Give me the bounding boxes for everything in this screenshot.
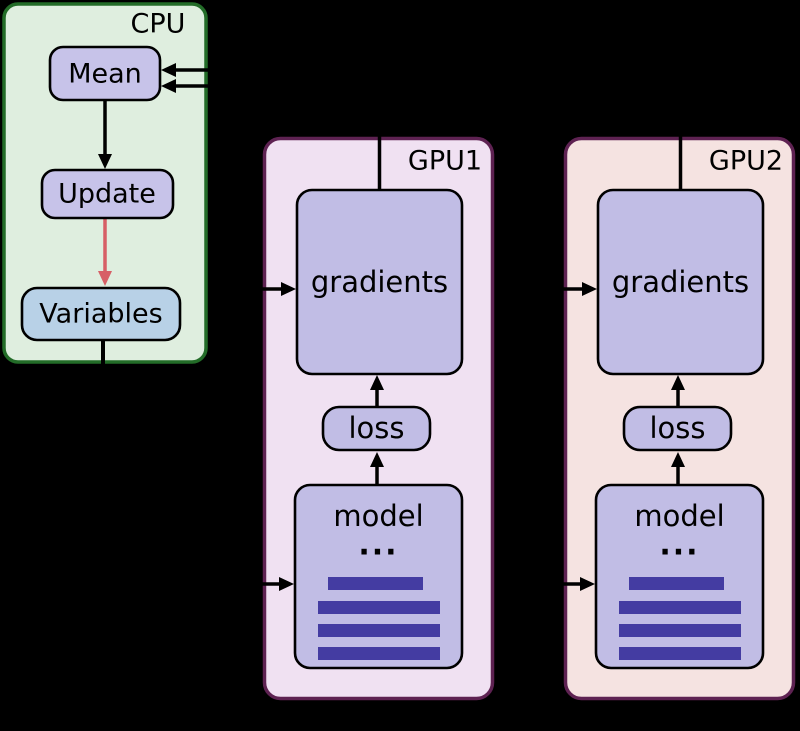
mean-label: Mean: [68, 59, 142, 90]
gpu1-model-bar: [318, 601, 440, 614]
gpu1-loss-label: loss: [348, 411, 404, 445]
arrow-into-gpu2-gradients-head: [582, 282, 597, 296]
arrow-gpu2-loss-to-gradients-head: [671, 375, 685, 390]
arrow-gpu1-loss-to-gradients-head: [370, 375, 384, 390]
arrow-gpu2-model-to-loss-head: [671, 452, 685, 467]
gpu2-model-ellipsis: ...: [659, 528, 699, 563]
gpu2-model-box: [594, 483, 765, 670]
arrow-into-gpu1-model-head: [279, 577, 294, 591]
gpu1-model-label: model: [333, 499, 423, 533]
gpu1-gradients-label: gradients: [311, 265, 448, 299]
gpu2-label: GPU2: [709, 146, 783, 177]
mean-node: [48, 45, 162, 102]
gpu2-model-bar: [619, 647, 741, 660]
gpu2-model-bar: [619, 624, 741, 637]
variables-label: Variables: [39, 299, 162, 330]
arrow-into-gpu1-gradients-head: [281, 282, 296, 296]
gpu1-model-ellipsis: ...: [358, 528, 398, 563]
arrow-gpu2-to-mean-head: [161, 79, 176, 93]
gpu2-gradients-label: gradients: [612, 265, 749, 299]
gpu2-loss-node: [622, 405, 733, 452]
arrow-gpu1-model-to-loss-head: [370, 452, 384, 467]
gpu1-model-box: [293, 483, 464, 670]
variables-node: [20, 286, 182, 342]
gpu2-model-label: model: [634, 499, 724, 533]
arrow-update-to-variables-head: [98, 271, 112, 286]
gpu2-model-bar: [629, 577, 724, 590]
arrow-mean-to-update-head: [98, 154, 112, 169]
update-node: [40, 168, 175, 220]
update-label: Update: [58, 179, 156, 210]
gpu1-gradients-box: [295, 188, 464, 376]
gpu1-loss-node: [321, 405, 432, 452]
gpu2-loss-label: loss: [649, 411, 705, 445]
gpu2-gradients-box: [596, 188, 765, 376]
cpu-label: CPU: [131, 9, 186, 40]
gpu1-model-bar: [318, 647, 440, 660]
arrow-gpu1-to-mean-head: [161, 63, 176, 77]
gpu1-model-bar: [328, 577, 423, 590]
gpu1-model-bar: [318, 624, 440, 637]
arrow-into-gpu2-model-head: [580, 577, 595, 591]
gpu1-label: GPU1: [408, 146, 482, 177]
gpu2-model-bar: [619, 601, 741, 614]
